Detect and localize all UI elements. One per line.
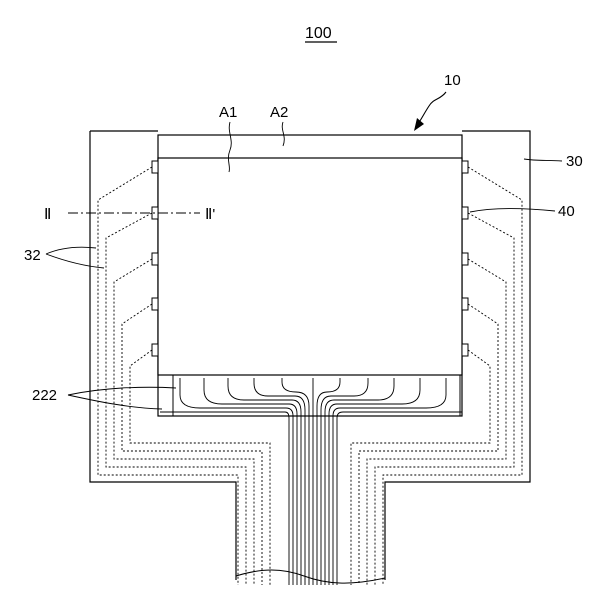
label-traces: 32 xyxy=(24,247,41,264)
pad xyxy=(462,161,468,173)
leader-222b xyxy=(68,395,162,409)
leader-32b xyxy=(46,254,104,268)
pads-right xyxy=(462,161,468,356)
section-label-left: Ⅱ xyxy=(44,206,51,223)
pads-left xyxy=(152,161,158,356)
label-pad: 40 xyxy=(558,203,575,220)
leader-40 xyxy=(470,209,555,213)
pad xyxy=(152,161,158,173)
trace xyxy=(351,350,490,585)
fanout-line xyxy=(321,378,368,585)
fanout-line xyxy=(337,412,462,585)
label-fanout-lines: 222 xyxy=(32,387,57,404)
pad xyxy=(152,344,158,356)
pad xyxy=(462,298,468,310)
label-active-area: A1 xyxy=(219,104,237,121)
leader-a2 xyxy=(282,122,284,146)
device-arrow xyxy=(418,92,446,124)
pad xyxy=(462,344,468,356)
pad xyxy=(462,207,468,219)
section-label-right: Ⅱ' xyxy=(205,206,215,223)
label-device: 10 xyxy=(444,72,461,89)
fanout-area xyxy=(173,375,460,416)
figure-number: 100 xyxy=(305,25,332,42)
pad xyxy=(152,298,158,310)
label-flexible-board: 30 xyxy=(566,153,583,170)
trace xyxy=(130,350,270,585)
label-peripheral-area: A2 xyxy=(270,104,288,121)
leader-32a xyxy=(46,247,96,254)
tail-break-line xyxy=(236,570,385,583)
pad xyxy=(152,253,158,265)
device-arrowhead xyxy=(414,118,424,131)
active-area xyxy=(158,158,462,375)
pad xyxy=(462,253,468,265)
